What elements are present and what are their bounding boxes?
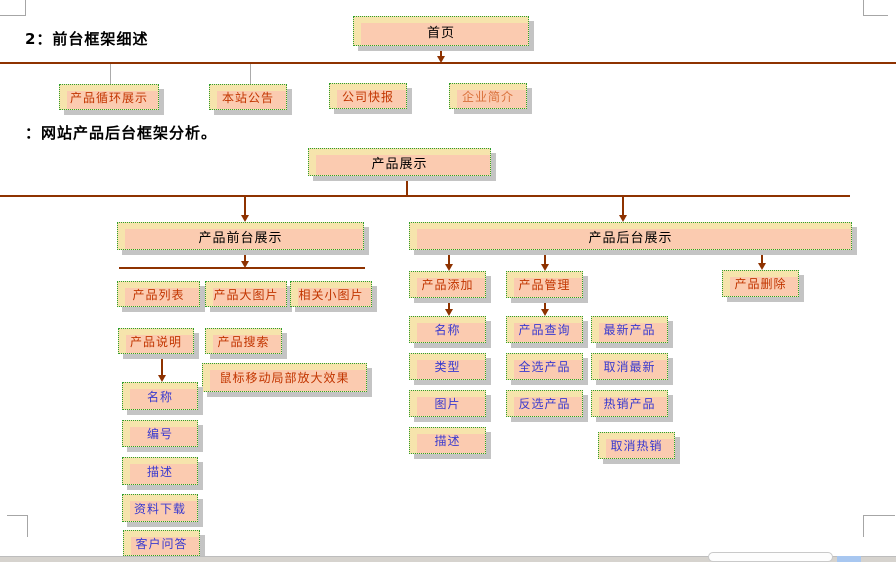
node-product-add: 产品添加 [409,271,486,298]
node-data-download: 资料下载 [122,494,198,522]
arrow-manage-to-query [541,299,549,316]
node-desc-back: 描述 [409,427,486,454]
margin-mark-bottom-right-v [863,515,864,537]
node-name-back: 名称 [409,316,486,343]
node-product-display: 产品展示 [308,148,491,176]
margin-mark-top-left-v [25,0,26,15]
margin-mark-bottom-left-h [7,515,28,516]
node-company-profile: 企业简介 [449,83,527,109]
arrow-to-product-delete [758,251,766,270]
margin-mark-bottom-right-h [863,515,895,516]
node-product-loop: 产品循环展示 [59,84,159,110]
node-home: 首页 [353,16,529,46]
node-product-search: 产品搜索 [205,328,282,354]
section-heading-front-frame: 2：前台框架细述 [25,30,149,48]
node-related-small-image: 相关小图片 [290,281,372,307]
node-type: 类型 [409,353,486,380]
margin-mark-bottom-left-v [27,515,28,537]
node-invert-select: 反选产品 [506,390,583,417]
node-company-news: 公司快报 [329,83,407,109]
node-cancel-hot: 取消热销 [598,432,675,459]
margin-mark-top-right-h [863,15,888,16]
node-product-manage: 产品管理 [506,271,583,298]
connector-site-notice [250,64,251,84]
rule-front-children [119,267,365,269]
node-site-notice: 本站公告 [209,84,287,110]
margin-mark-top-left-h [0,15,26,16]
node-image: 图片 [409,390,486,417]
node-product-desc: 产品说明 [118,328,194,354]
bottom-scrollbar-thumb[interactable] [837,556,861,562]
arrow-to-product-add [445,251,453,271]
rule-middle [0,195,850,197]
margin-mark-top-right-v [863,0,864,15]
node-customer-qa: 客户问答 [123,530,200,556]
node-hot-product: 热销产品 [591,390,668,417]
connector-product-loop [110,64,111,84]
node-back-display: 产品后台展示 [409,222,852,250]
node-select-all: 全选产品 [506,353,583,380]
node-serial: 编号 [122,420,198,447]
bottom-status-pill [708,552,833,562]
arrow-home-to-rule [437,46,445,63]
node-mouse-zoom-effect: 鼠标移动局部放大效果 [202,363,367,392]
arrow-to-back-display [619,197,627,222]
arrow-desc-to-name [158,355,166,382]
bottom-scrollbar-track[interactable] [0,556,896,562]
node-front-display: 产品前台展示 [117,222,364,250]
node-desc-front: 描述 [122,457,198,485]
arrow-to-product-manage [541,251,549,271]
node-product-large-image: 产品大图片 [205,281,287,307]
arrow-to-front-display [241,197,249,222]
node-product-list: 产品列表 [117,281,200,307]
node-product-query: 产品查询 [506,316,583,343]
connector-product-display [406,176,408,195]
node-cancel-newest: 取消最新 [591,353,668,380]
arrow-add-to-name [445,299,453,316]
node-newest-product: 最新产品 [591,316,668,343]
node-product-delete: 产品删除 [722,270,799,297]
section-heading-back-frame-analysis: ：网站产品后台框架分析。 [25,124,218,142]
node-name-front: 名称 [122,382,198,410]
rule-top [0,62,896,64]
arrow-front-to-rule [241,250,249,268]
